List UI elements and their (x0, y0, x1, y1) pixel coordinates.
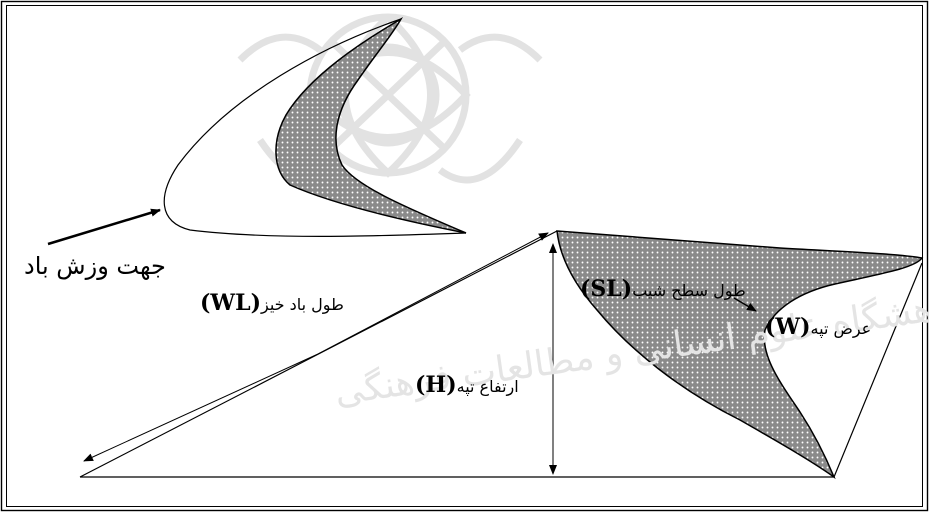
wl-label: (WL)طول باد خیز (200, 290, 344, 316)
wind-direction-label: جهت وزش باد (24, 252, 166, 280)
wl-dimension-arrow-b (83, 353, 319, 462)
sl-pointer-arrow (733, 297, 757, 312)
sl-text: طول سطح شیب (632, 281, 746, 300)
height-label: (H)ارتفاع تپه (415, 372, 519, 398)
wind-arrow (47, 208, 161, 246)
small-dune-slipface (275, 16, 467, 234)
width-label: (W)عرض تپه (765, 314, 871, 340)
height-symbol: (H) (415, 372, 457, 398)
width-text: عرض تپه (810, 319, 872, 338)
sl-label: (SL)طول سطح شیب (580, 276, 746, 302)
big-dune-slipface (556, 230, 924, 480)
lee-outline (833, 262, 923, 478)
wl-text: طول باد خیز (261, 295, 344, 314)
sl-symbol: (SL) (580, 276, 633, 302)
wl-dimension-arrow-a (317, 232, 549, 355)
wl-symbol: (WL) (200, 290, 261, 316)
frame-inner (6, 5, 923, 507)
small-dune-outline (163, 18, 467, 237)
width-symbol: (W) (765, 314, 811, 340)
height-text: ارتفاع تپه (456, 377, 519, 396)
